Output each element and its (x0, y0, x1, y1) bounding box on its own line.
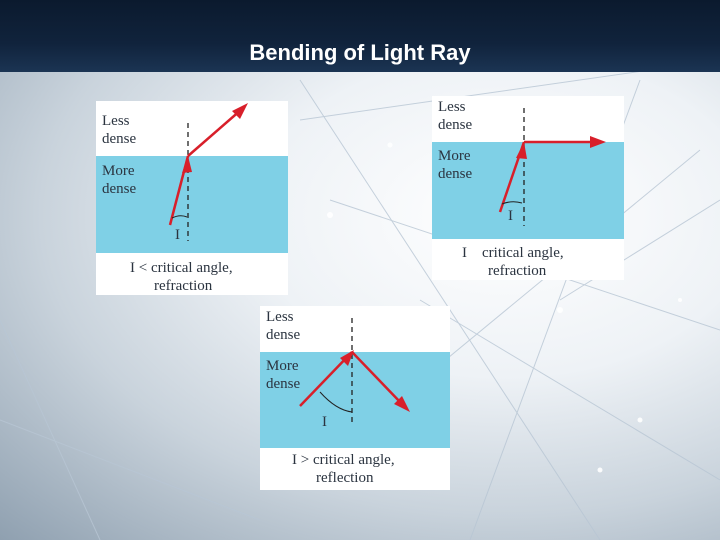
caption-line-1: I < critical angle, (130, 260, 233, 276)
upper-label-2: dense (438, 117, 472, 133)
angle-arc (171, 215, 188, 219)
dense-medium-region (260, 352, 450, 448)
lower-label-2: dense (102, 181, 136, 197)
diagram-refraction-below-critical-svg: Less dense More dense I I < critical ang… (96, 103, 288, 294)
angle-arc (319, 391, 353, 413)
caption-line-1: I critical angle, (462, 245, 564, 261)
caption-line-2: reflection (316, 470, 374, 486)
upper-label-1: Less (266, 309, 294, 325)
ray-arrowhead (394, 396, 410, 412)
angle-label: I (508, 208, 513, 224)
diagram-total-internal-reflection: Less dense More dense I I > critical ang… (260, 306, 450, 490)
angle-arc (501, 201, 523, 205)
lower-label-2: dense (266, 376, 300, 392)
ray-arrowhead (340, 350, 354, 366)
reflected-ray (351, 351, 403, 405)
ray-arrowhead (182, 156, 192, 173)
angle-label: I (175, 227, 180, 243)
refracted-ray (187, 108, 243, 157)
diagram-critical-angle: Less dense More dense I I critical angle… (432, 96, 624, 280)
slide-title: Bending of Light Ray (249, 40, 471, 65)
angle-label: I (322, 414, 327, 430)
lower-label-2: dense (438, 166, 472, 182)
ray-arrowhead (232, 103, 248, 119)
ray-arrowhead (590, 136, 606, 148)
upper-label-2: dense (266, 327, 300, 343)
title-bar (0, 0, 720, 72)
dense-medium-region (432, 142, 624, 239)
lower-label-1: More (266, 358, 299, 374)
upper-label-2: dense (102, 131, 136, 147)
caption-line-1: I > critical angle, (292, 452, 395, 468)
upper-label-1: Less (102, 113, 130, 129)
upper-label-1: Less (438, 99, 466, 115)
diagram-critical-angle-svg: Less dense More dense I I critical angle… (432, 99, 624, 279)
caption-line-2: refraction (154, 278, 213, 294)
dense-medium-region (96, 156, 288, 253)
ray-arrowhead (516, 142, 527, 159)
lower-label-1: More (438, 148, 471, 164)
diagram-refraction-below-critical: Less dense More dense I I < critical ang… (96, 101, 288, 295)
lower-label-1: More (102, 163, 135, 179)
caption-line-2: refraction (488, 263, 547, 279)
diagram-reflection-svg: Less dense More dense I I > critical ang… (260, 309, 450, 486)
